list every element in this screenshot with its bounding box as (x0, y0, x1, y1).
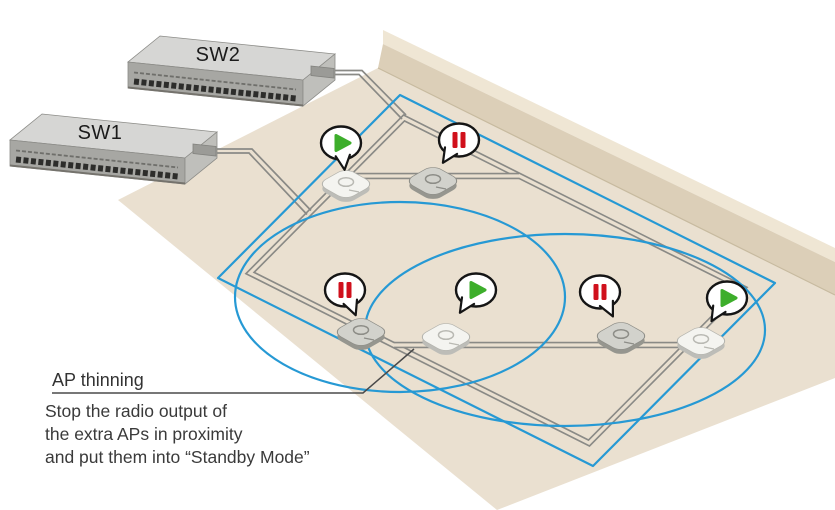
switch-port-row (15, 156, 179, 180)
uplink-cable-sw1-b (215, 152, 308, 216)
bubble-tail (334, 153, 351, 171)
bubble-tail (342, 298, 359, 317)
ap-brand-mark (363, 337, 375, 341)
status-bubble-ap-top-right (437, 122, 481, 164)
ap-antenna-ring (424, 173, 442, 185)
bubble-balloon (578, 274, 622, 310)
uplink-cable-sw1-a (215, 148, 312, 212)
coverage-ellipse-1 (233, 200, 567, 394)
pause-bar (593, 284, 599, 300)
bubble-tail (458, 296, 476, 314)
aps-layer (321, 167, 726, 359)
ap-brand-mark (623, 341, 635, 345)
ap-body-top (321, 170, 371, 198)
ap-body-top (596, 322, 646, 350)
ap-antenna-ring (437, 329, 455, 341)
uplink-cable-sw2-b (333, 73, 403, 120)
ap-top-right (408, 167, 458, 199)
ap-middle-2 (421, 323, 471, 355)
ap-brand-mark (448, 342, 460, 346)
status-bubble-ap-middle-4 (705, 280, 749, 323)
pause-bar (601, 284, 607, 300)
wall-front-face (378, 44, 835, 295)
switch-end-face (184, 131, 218, 185)
switch-vent-row (15, 149, 179, 169)
switch-sw1: SW1 (8, 113, 219, 185)
ap-antenna-ring (352, 324, 370, 336)
play-icon (334, 134, 352, 152)
switch-vent-row (133, 71, 297, 91)
pause-bar (460, 132, 466, 148)
annotation-line-3: and put them into “Standby Mode” (45, 447, 310, 467)
pause-bar (452, 132, 458, 148)
uplink-cable-sw2-a (333, 69, 407, 116)
pause-icon (452, 132, 466, 148)
wall-top-face (383, 30, 835, 262)
bubble-tail (441, 146, 459, 164)
switch-end-face (302, 53, 336, 107)
ap-brand-mark (348, 189, 360, 193)
ap-middle-3 (596, 322, 646, 354)
bubble-tail (598, 299, 614, 318)
switch-sw2: SW2 (126, 35, 337, 107)
annotation-line-2: the extra APs in proximity (45, 424, 243, 444)
annotation-leader-line (52, 348, 415, 394)
status-bubble-ap-middle-1 (323, 272, 367, 317)
annotation: AP thinning Stop the radio output of the… (45, 348, 415, 467)
ap-brand-mark (703, 346, 715, 350)
ap-body-top (336, 318, 386, 346)
ap-body-top (408, 167, 458, 195)
annotation-line-1: Stop the radio output of (45, 401, 227, 421)
switch-cable-tab (192, 143, 217, 157)
play-icon (469, 281, 487, 299)
switch-label: SW2 (196, 44, 241, 66)
ap-body-top (676, 327, 726, 355)
bubble-balloon (437, 122, 481, 158)
ap-middle-1 (336, 318, 386, 350)
status-bubble-ap-middle-3 (578, 274, 622, 318)
bubble-tail (710, 304, 727, 323)
bubbles-layer (319, 122, 749, 323)
pause-bar (346, 282, 352, 298)
pause-icon (338, 282, 352, 298)
ap-body-top (421, 323, 471, 351)
wall-base-edge (377, 67, 835, 296)
ap-antenna-ring (612, 328, 630, 340)
switch-label: SW1 (78, 122, 123, 144)
status-bubble-ap-top-left (319, 125, 363, 171)
ap-brand-mark (435, 186, 447, 190)
ap-top-left (321, 170, 371, 202)
ap-middle-4 (676, 327, 726, 359)
ap-antenna-ring (692, 333, 710, 345)
switch-cable-tab (310, 65, 335, 79)
switch-base-edge (127, 86, 304, 107)
ap-antenna-ring (337, 176, 355, 188)
play-icon (720, 289, 738, 307)
bubble-balloon (323, 272, 367, 308)
switch-base-edge (9, 164, 186, 185)
status-bubble-ap-middle-2 (454, 272, 498, 314)
pause-bar (338, 282, 344, 298)
pause-icon (593, 284, 607, 300)
annotation-title: AP thinning (52, 370, 144, 390)
switch-port-row (133, 78, 297, 102)
